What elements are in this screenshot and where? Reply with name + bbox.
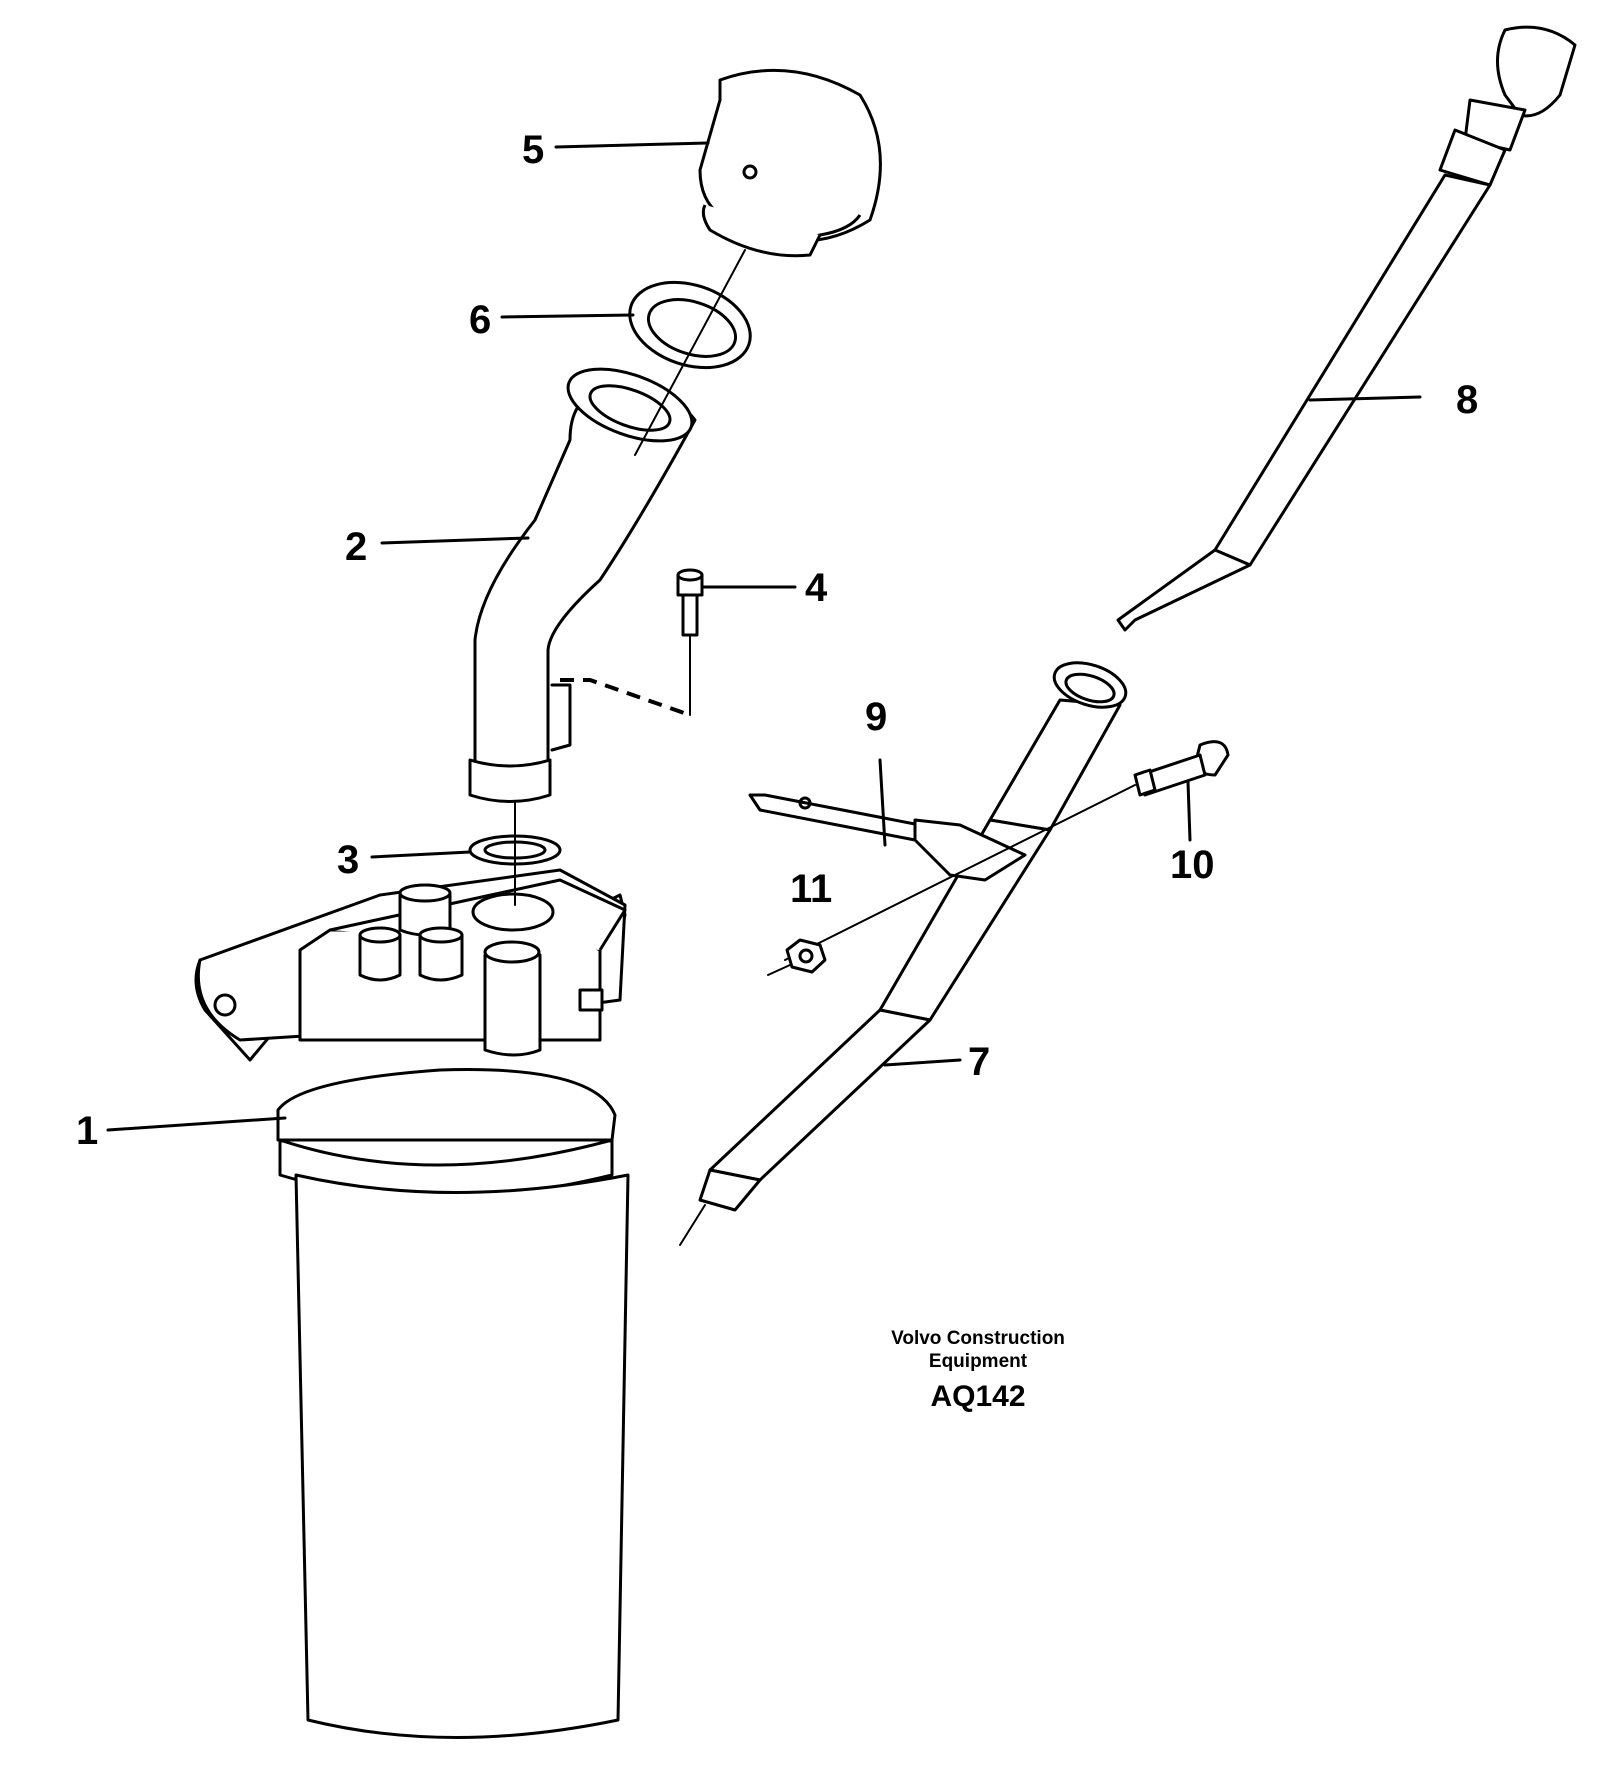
callout-4: 4 <box>805 566 828 610</box>
filler-pipe-2 <box>468 367 697 803</box>
bracket-9 <box>748 793 1027 882</box>
brand-line-2: Equipment <box>929 1351 1028 1372</box>
bolt-10 <box>784 740 1230 961</box>
callout-6: 6 <box>469 298 491 342</box>
callout-1: 1 <box>76 1109 98 1153</box>
callout-11: 11 <box>790 867 832 911</box>
oil-filter-assembly <box>194 868 630 1739</box>
seal-ring-3 <box>468 799 562 906</box>
dipstick-8 <box>1116 25 1577 632</box>
figure-code: AQ142 <box>930 1380 1025 1413</box>
callout-7: 7 <box>968 1040 990 1084</box>
callout-9: 9 <box>865 695 887 739</box>
screw-4 <box>676 568 704 716</box>
nut-11 <box>767 938 827 976</box>
callout-3: 3 <box>337 838 359 882</box>
gasket-6 <box>628 280 752 370</box>
callout-2: 2 <box>345 525 367 569</box>
callout-5: 5 <box>522 128 544 172</box>
callout-10: 10 <box>1170 843 1215 887</box>
brand-line-1: Volvo Construction <box>891 1328 1065 1349</box>
leader-lines <box>106 141 1422 1132</box>
dipstick-tube-7 <box>679 661 1128 1246</box>
filler-cap-5 <box>634 68 882 456</box>
callout-8: 8 <box>1456 378 1478 422</box>
